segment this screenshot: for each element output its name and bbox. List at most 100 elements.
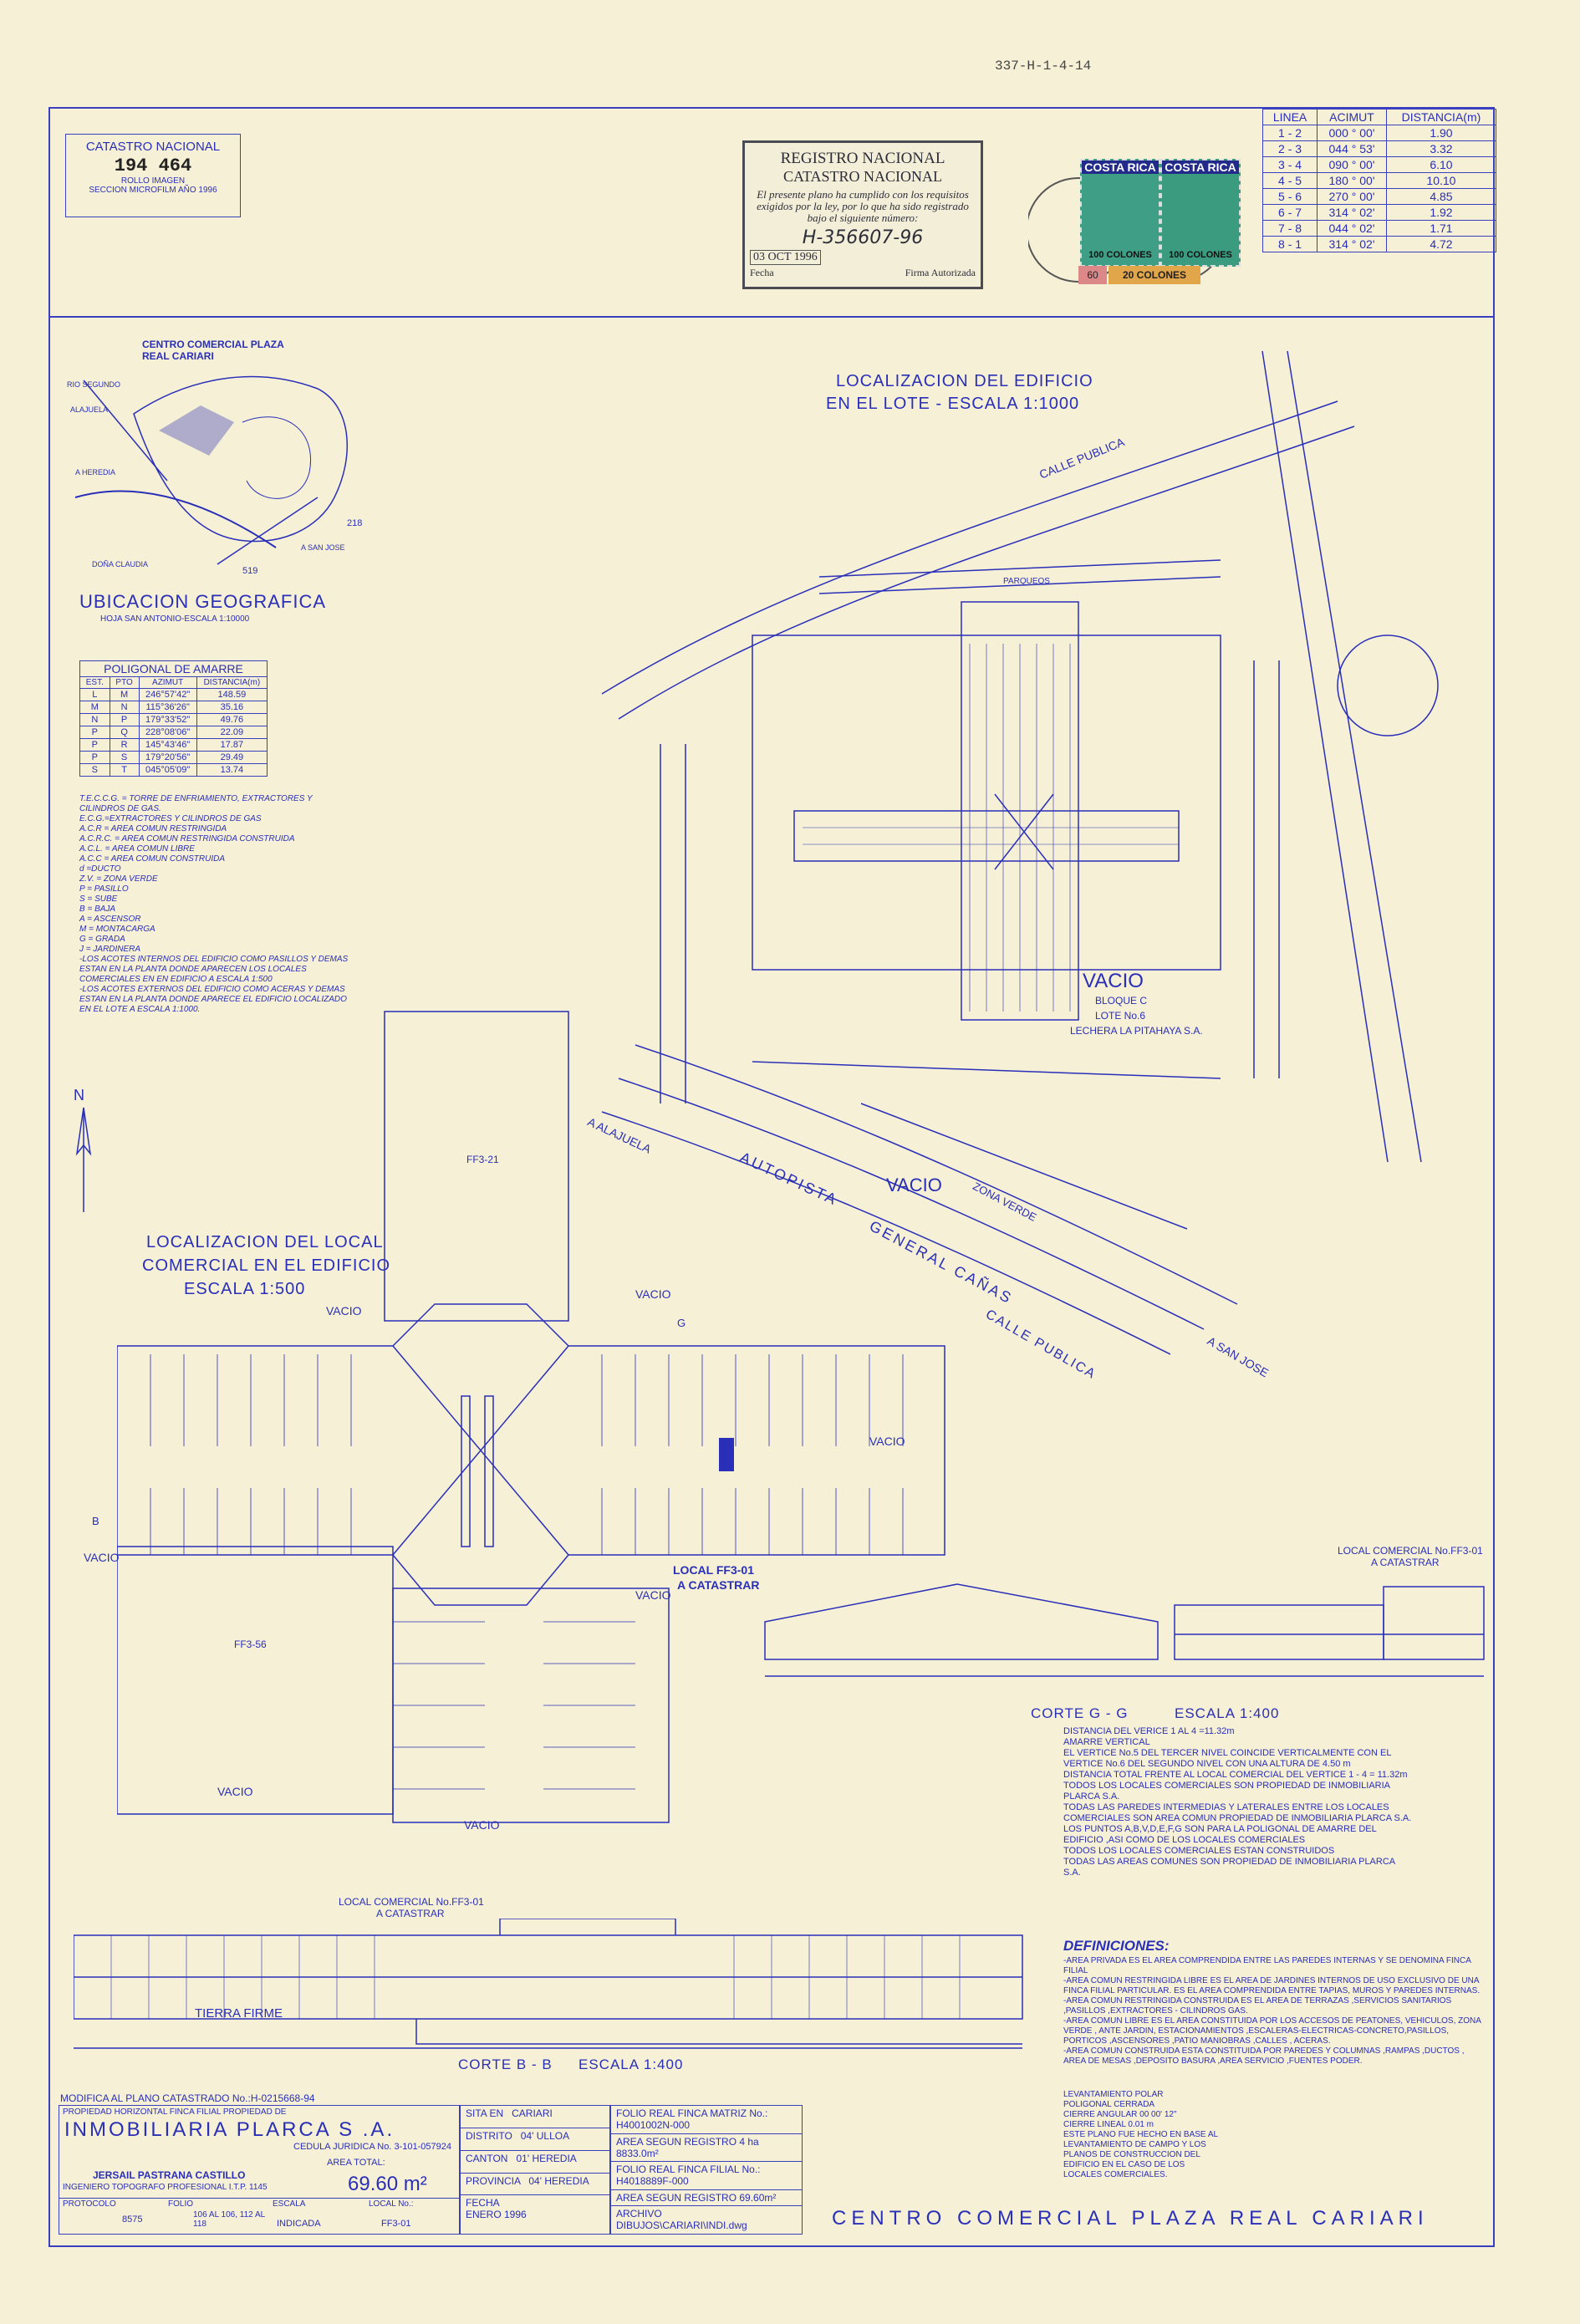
distrito-value: 04' ULLOA <box>520 2129 570 2142</box>
site-bloque: BLOQUE C <box>1095 995 1148 1007</box>
title-propiedad: PROPIEDAD HORIZONTAL FINCA FILIAL PROPIE… <box>63 2107 287 2117</box>
legend-note: A.C.C = AREA COMUN CONSTRUIDA <box>79 854 225 864</box>
title-block-left: PROPIEDAD HORIZONTAL FINCA FILIAL PROPIE… <box>59 2105 461 2235</box>
distrito-label: DISTRITO <box>466 2129 512 2142</box>
title-escala: INDICADA <box>277 2219 321 2229</box>
general-note: EL VERTICE No.5 DEL TERCER NIVEL COINCID… <box>1063 1748 1392 1769</box>
definicion-item: -AREA COMUN RESTRINGIDA LIBRE ES EL AREA… <box>1063 1976 1481 1995</box>
poligonal-cell: 228°08'06" <box>138 726 197 739</box>
timbre-2-brand: COSTA RICA <box>1162 161 1239 174</box>
definiciones-list: -AREA PRIVADA ES EL AREA COMPRENDIDA ENT… <box>1063 1956 1481 2067</box>
poligonal-cell: 045°05'09" <box>138 763 197 777</box>
site-parqueos: PARQUEOS <box>1003 577 1050 586</box>
stamp-line2: CATASTRO NACIONAL <box>782 168 943 185</box>
local-vacio-4: VACIO <box>84 1551 120 1564</box>
site-plan: VACIO BLOQUE C LOTE No.6 LECHERA LA PITA… <box>585 326 1463 1382</box>
title-cedula-label: CEDULA JURIDICA No. <box>293 2142 392 2152</box>
general-note: TODAS LAS PAREDES INTERMEDIAS Y LATERALE… <box>1063 1802 1412 1823</box>
levantamiento-note: POLIGONAL CERRADA <box>1063 2100 1155 2109</box>
legend-note: -LOS ACOTES EXTERNOS DEL EDIFICIO COMO A… <box>79 985 347 1014</box>
local-vacio-2: VACIO <box>635 1287 671 1301</box>
poligonal-cell: P <box>79 726 110 739</box>
corte-bb-scale: ESCALA 1:400 <box>578 2056 684 2072</box>
poligonal-header: EST. <box>79 676 110 689</box>
local-vacio-3: VACIO <box>869 1435 905 1448</box>
site-plan-title2: EN EL LOTE - ESCALA 1:1000 <box>826 395 1080 413</box>
map-label-rio: RIO SEGUNDO <box>67 380 121 389</box>
general-note: LOS PUNTOS A,B,V,D,E,F,G SON PARA LA POL… <box>1063 1824 1377 1845</box>
corte-bb-title: CORTE B - B <box>458 2056 553 2072</box>
poligonal-cell: N <box>109 701 140 714</box>
line-table-header: DISTANCIA(m) <box>1385 109 1497 125</box>
poligonal-cell: 35.16 <box>196 701 268 714</box>
sita-value: CARIARI <box>512 2107 553 2119</box>
title-owner: INMOBILIARIA PLARCA S .A. <box>64 2118 395 2141</box>
area-registro: 4 ha 8833.0m² <box>616 2135 759 2159</box>
definicion-item: -AREA COMUN RESTRINGIDA CONSTRUIDA ES EL… <box>1063 1996 1452 2016</box>
site-vacio-1: VACIO <box>1083 970 1144 992</box>
corte-bb-drawing <box>73 1918 1023 2049</box>
local-b-marker: B <box>92 1515 99 1527</box>
stamp-firma-label: Firma Autorizada <box>905 267 976 278</box>
site-plan-title1: LOCALIZACION DEL EDIFICIO <box>836 372 1093 390</box>
folio-matriz-label: FOLIO REAL FINCA MATRIZ No.: <box>616 2107 768 2119</box>
location-map-drawing <box>74 375 348 565</box>
definicion-item: -AREA COMUN CONSTRUIDA ESTA CONSTITUIDA … <box>1063 2046 1465 2066</box>
local-label-1: LOCAL FF3-01 <box>673 1563 754 1577</box>
title-cedula: 3-101-057924 <box>394 2142 451 2152</box>
site-lechera: LECHERA LA PITAHAYA S.A. <box>1070 1025 1203 1037</box>
local-plan: FF3-21 FF3-56 VACIO VACIO VACIO VACIO VA… <box>84 1003 953 1839</box>
timbre-3: 20 COLONES <box>1109 266 1200 284</box>
poligonal-header: AZIMUT <box>138 676 197 689</box>
provincia-label: PROVINCIA <box>466 2174 521 2187</box>
poligonal-cell: L <box>79 688 110 701</box>
line-table-cell: 1.90 <box>1385 125 1497 141</box>
map-label-alajuela: ALAJUELA <box>70 405 109 414</box>
map-label-heredia: A HEREDIA <box>75 468 116 477</box>
sita-label: SITA EN <box>466 2107 504 2119</box>
timbre-2: COSTA RICA 100 COLONES <box>1160 159 1241 267</box>
poligonal-cell: T <box>109 763 140 777</box>
catastro-number: 194 464 <box>114 155 192 176</box>
poligonal-cell: 17.87 <box>196 738 268 752</box>
levantamiento-note: CIERRE LINEAL 0.01 m <box>1063 2120 1154 2129</box>
project-title: CENTRO COMERCIAL PLAZA REAL CARIARI <box>832 2207 1429 2230</box>
legend-note: G = GRADA <box>79 935 125 944</box>
title-area-total: 69.60 m² <box>348 2173 427 2195</box>
corte-gg: LOCAL COMERCIAL No.FF3-01 A CATASTRAR <box>757 1545 1492 1697</box>
stamp-body: El presente plano ha cumplido con los re… <box>757 188 969 224</box>
legend-note: A.C.R.C. = AREA COMUN RESTRINGIDA CONSTR… <box>79 834 295 843</box>
stamp-fecha-label: Fecha <box>750 267 774 278</box>
local-vacio-7: VACIO <box>464 1818 500 1832</box>
poligonal-header: PTO <box>109 676 140 689</box>
general-note: TODOS LOS LOCALES COMERCIALES ESTAN CONS… <box>1063 1846 1335 1856</box>
line-table-cell: 180 ° 00' <box>1317 172 1387 189</box>
definicion-item: -AREA PRIVADA ES EL AREA COMPRENDIDA ENT… <box>1063 1956 1471 1975</box>
timbre-4: 60 <box>1078 266 1107 284</box>
archivo: DIBUJOS\CARIARI\INDI.dwg <box>616 2220 747 2232</box>
poligonal-cell: 49.76 <box>196 713 268 726</box>
legend-note: J = JARDINERA <box>79 945 141 954</box>
poligonal-cell: 145°43'46" <box>138 738 197 752</box>
legend-note: E.C.G.=EXTRACTORES Y CILINDROS DE GAS <box>79 814 262 823</box>
corte-gg-title: CORTE G - G <box>1031 1705 1129 1721</box>
poligonal-cell: 115°36'26" <box>138 701 197 714</box>
ubicacion-sub: HOJA SAN ANTONIO-ESCALA 1:10000 <box>100 614 250 624</box>
line-table-cell: 090 ° 00' <box>1317 156 1387 173</box>
legend-note: B = BAJA <box>79 905 116 914</box>
line-table-cell: 2 - 3 <box>1261 140 1318 157</box>
legend-note: T.E.C.C.G. = TORRE DE ENFRIAMIENTO, EXTR… <box>79 794 313 813</box>
poligonal-cell: R <box>109 738 140 752</box>
definiciones-title: DEFINICIONES: <box>1063 1938 1170 1954</box>
line-table-cell: 10.10 <box>1385 172 1497 189</box>
